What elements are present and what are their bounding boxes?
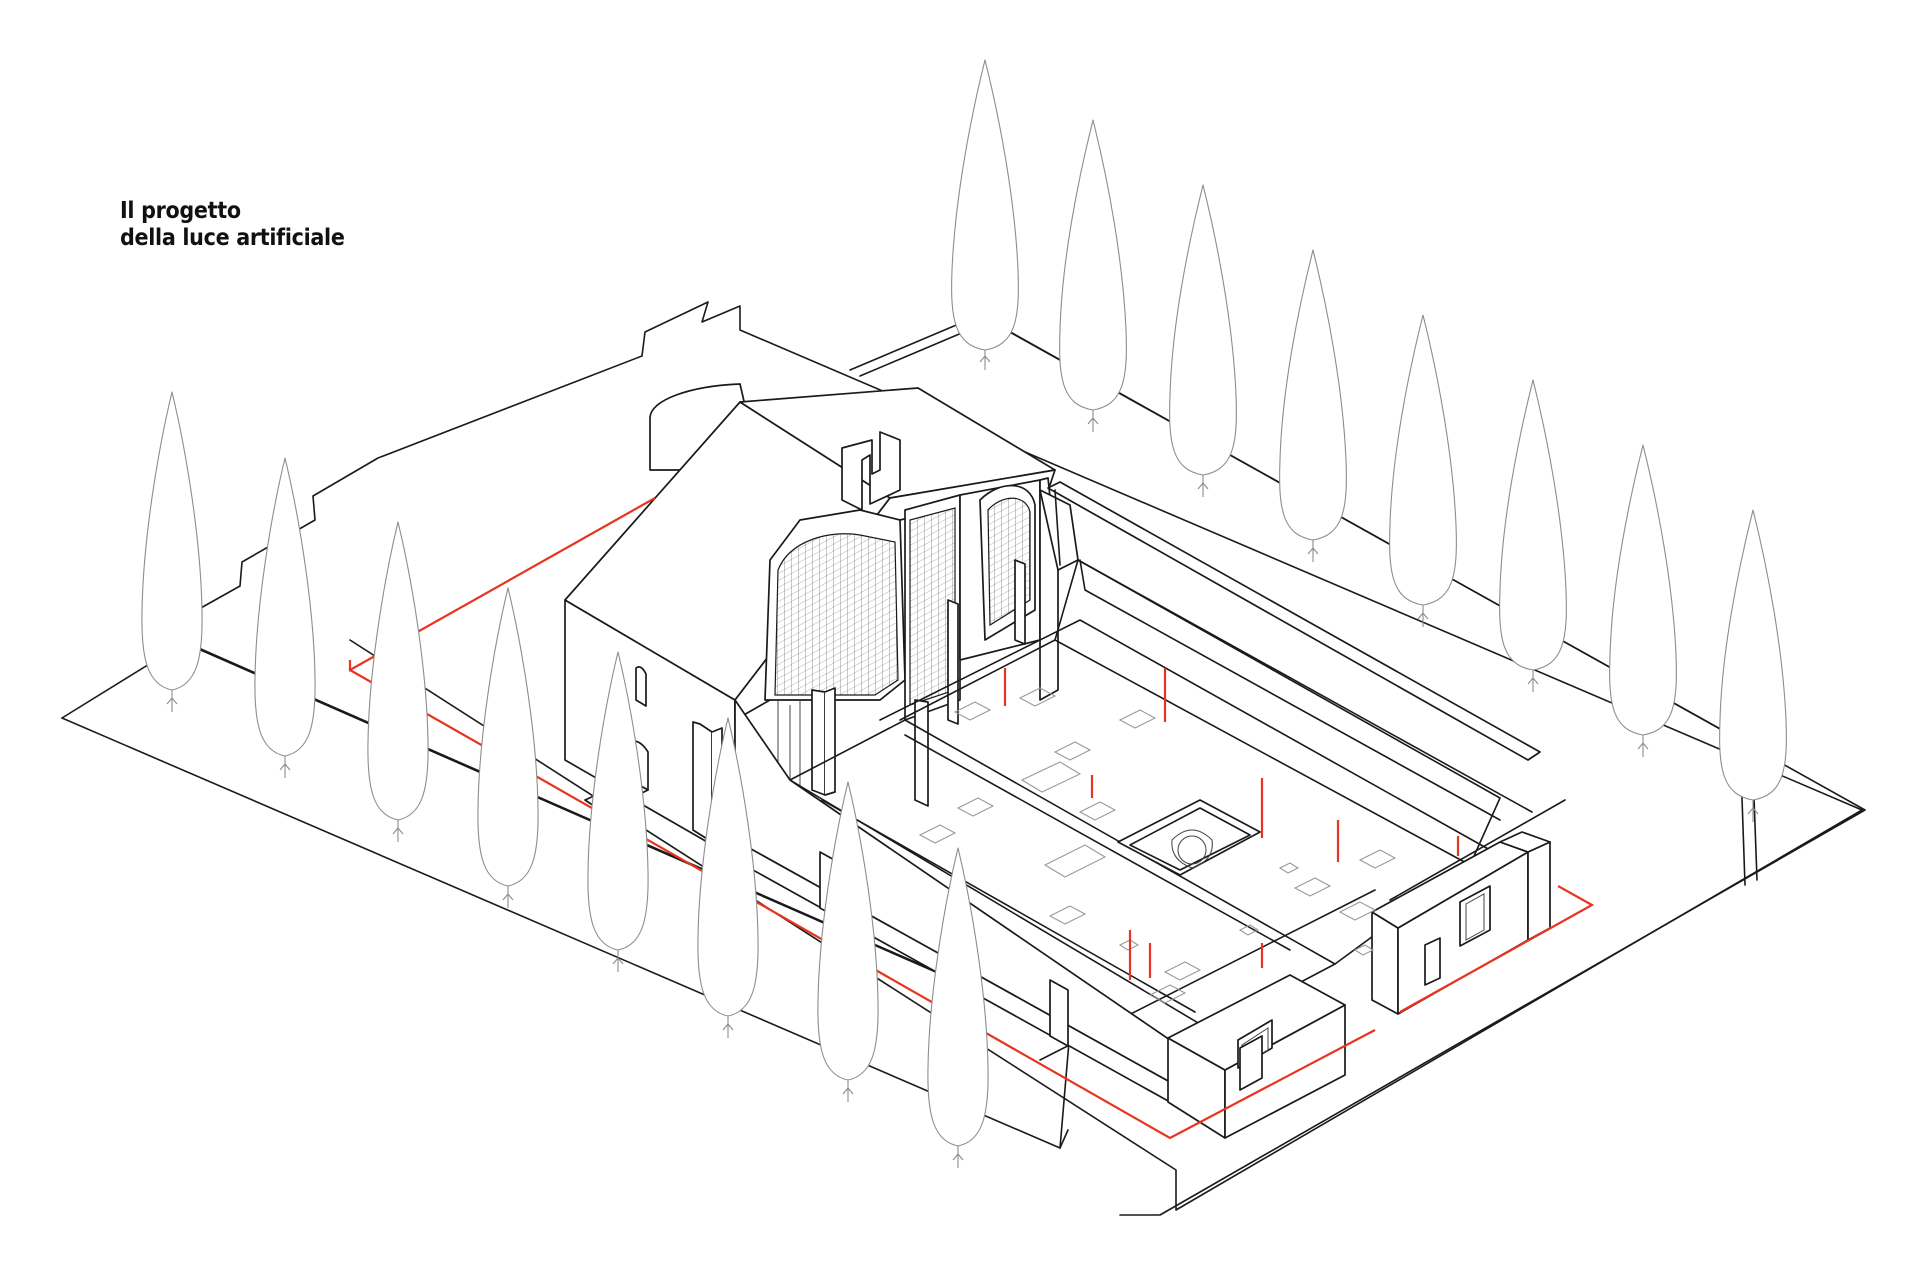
floor-markings (918, 687, 1397, 1004)
cypress-tree (951, 59, 1019, 370)
cypress-tree (141, 391, 203, 712)
cypress-tree (254, 457, 316, 778)
cypress-tree (1059, 119, 1127, 432)
cypress-tree (1609, 444, 1677, 757)
cypress-tree (367, 521, 429, 842)
cypress-tree (1169, 184, 1237, 497)
cypress-tree (587, 651, 649, 972)
cypress-row-front (141, 391, 989, 1168)
perimeter-light-right (1399, 885, 1595, 1013)
cypress-tree (1499, 379, 1567, 692)
cypress-tree (1279, 249, 1347, 562)
cypress-tree (477, 587, 539, 908)
title-line-2: della luce artificiale (120, 225, 345, 251)
drawing-title: Il progetto della luce artificiale (120, 198, 345, 252)
cypress-tree (927, 847, 989, 1168)
chapel (564, 383, 1079, 859)
cypress-row-back (951, 59, 1787, 822)
cypress-tree (1389, 314, 1457, 627)
title-line-1: Il progetto (120, 198, 241, 224)
cypress-tree (1719, 509, 1787, 822)
cypress-tree (817, 781, 879, 1102)
cypress-tree (697, 717, 759, 1038)
